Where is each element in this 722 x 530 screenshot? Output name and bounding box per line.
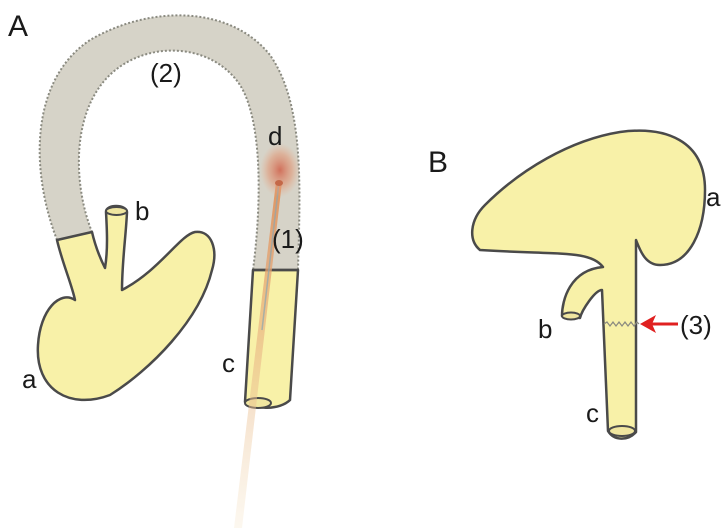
panel-a-label-c: c [222, 348, 235, 378]
panel-b-label-step3: (3) [680, 310, 712, 340]
panel-a-label-b: b [135, 196, 149, 226]
panel-a-label-d: d [268, 121, 282, 151]
panel-b-title: B [428, 146, 448, 179]
panel-b-label-a: a [706, 182, 721, 212]
panel-b: B a b (3) c [428, 131, 721, 439]
panel-a-label-step2: (2) [150, 58, 182, 88]
panel-b-organ [472, 131, 705, 439]
panel-b-tube-c-opening [609, 426, 635, 436]
panel-a-label-step1: (1) [272, 224, 304, 254]
panel-a-burn-spot-d [260, 143, 300, 197]
panel-a: A (2) d (1) b a c [8, 10, 304, 528]
panel-a-label-a: a [22, 364, 37, 394]
panel-a-instrument-tip [275, 180, 283, 186]
panel-a-duct-b-opening [106, 207, 127, 215]
panel-b-duct-b-opening [562, 313, 580, 320]
panel-b-red-arrow [640, 315, 678, 333]
panel-b-label-c: c [586, 398, 599, 428]
panel-b-label-b: b [538, 314, 552, 344]
panel-a-title: A [8, 10, 28, 43]
panel-a-loop-segment [40, 15, 300, 270]
